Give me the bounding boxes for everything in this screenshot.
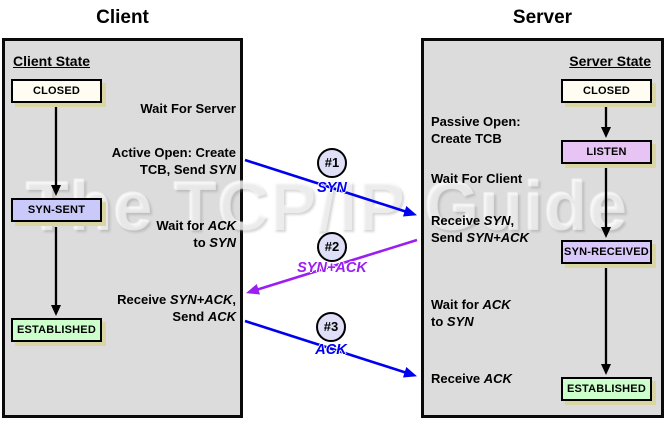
note-text-italic: SYN [209, 162, 236, 177]
note-text: Send [172, 309, 208, 324]
note-text-italic: SYN [483, 213, 511, 228]
note-text-italic: SYN [209, 235, 236, 250]
note-text: Wait For Client [431, 171, 523, 186]
note-text-italic: SYN+ACK [466, 230, 529, 245]
client-state-header: Client State [13, 53, 91, 69]
note-text: Wait for [156, 218, 208, 233]
server-state-established: ESTABLISHED [561, 377, 652, 401]
message-1-badge: #1 [317, 148, 347, 178]
note-text: TCB, Send [139, 162, 210, 177]
note-text-italic: ACK [482, 297, 511, 312]
note-text: Create TCB [431, 131, 502, 146]
server-note-receive-syn: Receive SYN, Send SYN+ACK [431, 212, 529, 246]
server-note-wait-for-ack: Wait for ACK to SYN [431, 296, 511, 330]
note-text: Receive [431, 213, 484, 228]
client-state-closed: CLOSED [11, 79, 102, 103]
server-title: Server [512, 7, 573, 28]
note-text: to [431, 314, 447, 329]
message-3-label: ACK [315, 342, 347, 358]
note-text-italic: ACK [207, 218, 236, 233]
client-state-established: ESTABLISHED [11, 318, 102, 342]
client-title: Client [96, 7, 149, 28]
note-text-italic: SYN [446, 314, 474, 329]
note-text: , [232, 292, 236, 307]
message-1-label: SYN [317, 180, 347, 196]
note-text: Wait for [431, 297, 483, 312]
note-text: Passive Open: [431, 114, 521, 129]
note-text-italic: ACK [483, 371, 512, 386]
note-text: Receive [117, 292, 170, 307]
client-state-syn-sent: SYN-SENT [11, 198, 102, 222]
note-text: Wait For Server [140, 101, 236, 116]
server-state-syn-received: SYN-RECEIVED [561, 240, 652, 264]
server-note-passive-open: Passive Open: Create TCB [431, 113, 521, 147]
client-note-active-open: Active Open: Create TCB, Send SYN [112, 144, 236, 178]
client-note-wait-for-ack: Wait for ACK to SYN [156, 217, 236, 251]
note-text: Receive [431, 371, 484, 386]
client-note-receive-synack: Receive SYN+ACK, Send ACK [117, 291, 236, 325]
server-state-header: Server State [569, 53, 651, 69]
server-note-receive-ack: Receive ACK [431, 370, 512, 387]
server-note-wait-for-client: Wait For Client [431, 170, 522, 187]
client-note-wait-for-server: Wait For Server [140, 100, 236, 117]
note-text: Send [431, 230, 467, 245]
message-3-badge: #3 [316, 312, 346, 342]
server-state-listen: LISTEN [561, 140, 652, 164]
note-text-italic: SYN+ACK [169, 292, 233, 307]
note-text-italic: ACK [207, 309, 236, 324]
message-2-label: SYN+ACK [297, 260, 367, 276]
note-text: Active Open: Create [111, 145, 236, 160]
message-2-badge: #2 [317, 232, 347, 262]
server-state-closed: CLOSED [561, 79, 652, 103]
note-text: to [193, 235, 210, 250]
note-text: , [510, 213, 515, 228]
